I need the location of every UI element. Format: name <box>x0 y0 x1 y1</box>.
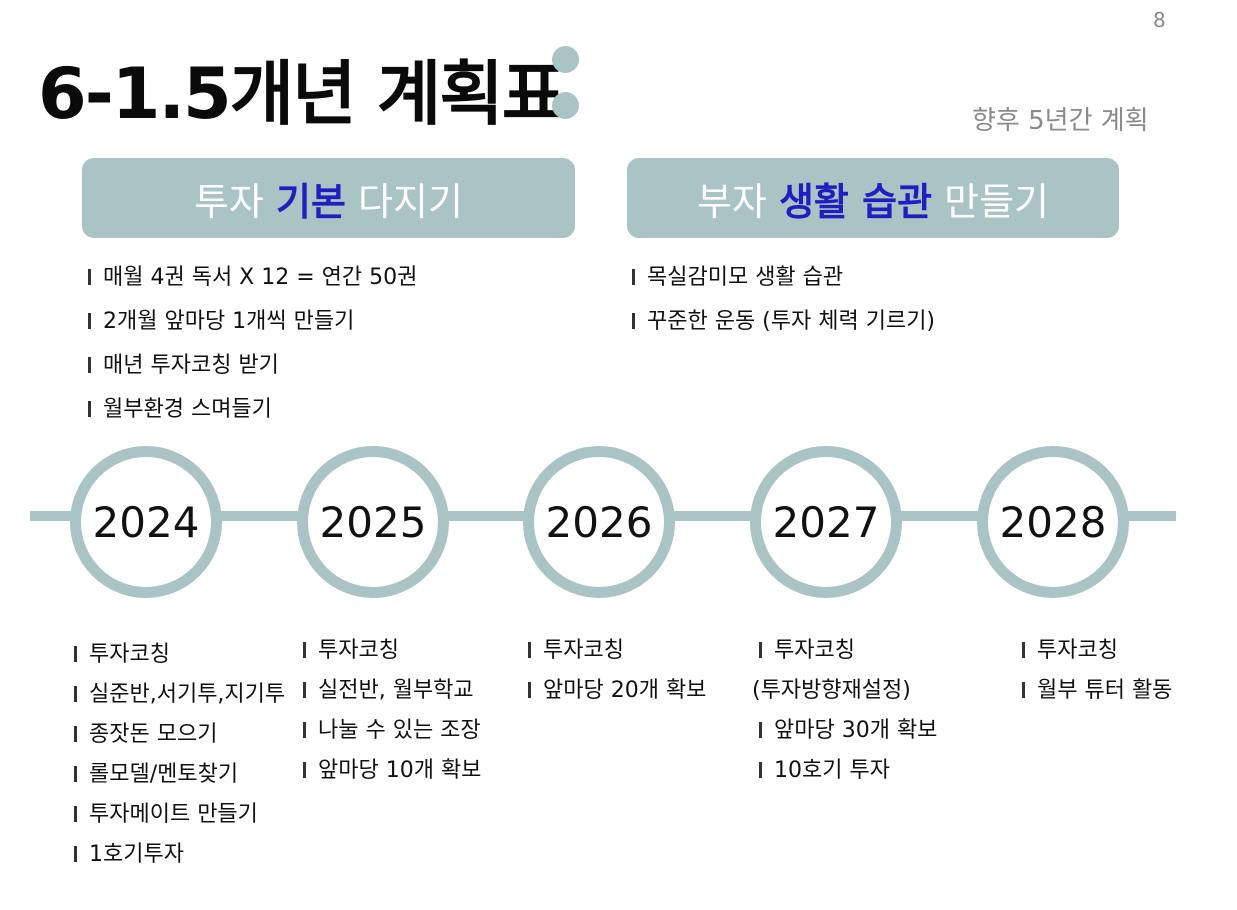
title-dot-top <box>552 46 579 73</box>
bullet-bar-icon <box>74 686 77 702</box>
bullet-bar-icon <box>74 766 77 782</box>
page-title: 6-1.5개년 계획표 <box>38 53 566 135</box>
bullet-bar-icon <box>88 313 91 329</box>
bullet-bar-icon <box>632 269 635 285</box>
banner-text: 다지기 <box>345 179 463 224</box>
list-item: 실전반, 월부학교 <box>303 676 481 716</box>
list-item: 나눌 수 있는 조장 <box>303 716 481 756</box>
bullet-bar-icon <box>303 722 306 738</box>
list-item: 월부 튜터 활동 <box>1022 676 1172 716</box>
banner-wealthy-habits: 부자 생활 습관 만들기 <box>627 158 1119 238</box>
list-item: (투자방향재설정) <box>752 678 911 703</box>
list-item: 투자코칭 <box>752 636 937 676</box>
list-item: 2개월 앞마당 1개씩 만들기 <box>88 306 417 350</box>
bullet-bar-icon <box>88 357 91 373</box>
bullet-bar-icon <box>303 682 306 698</box>
list-item: 투자코칭 <box>1022 636 1172 676</box>
year-list-2028: 투자코칭 월부 튜터 활동 <box>1022 636 1172 716</box>
list-item: 1호기투자 <box>74 840 285 880</box>
year-circle-2028: 2028 <box>977 446 1129 598</box>
list-item: 앞마당 20개 확보 <box>528 676 706 716</box>
page-number: 8 <box>1153 8 1166 32</box>
list-item: 10호기 투자 <box>752 756 937 796</box>
bullet-bar-icon <box>1022 642 1025 658</box>
list-item: 매년 투자코칭 받기 <box>88 350 417 394</box>
bullet-bar-icon <box>528 642 531 658</box>
year-circle-2026: 2026 <box>523 446 675 598</box>
banner-text: 부자 <box>696 179 779 224</box>
year-list-2026: 투자코칭 앞마당 20개 확보 <box>528 636 706 716</box>
bullet-bar-icon <box>1022 682 1025 698</box>
banner-highlight: 생활 습관 <box>778 179 933 224</box>
list-item: 앞마당 10개 확보 <box>303 756 481 796</box>
bullet-bar-icon <box>303 762 306 778</box>
title-dot-bottom <box>552 92 579 119</box>
list-item: 목실감미모 생활 습관 <box>632 262 935 306</box>
list-item: 종잣돈 모으기 <box>74 720 285 760</box>
bullet-bar-icon <box>528 682 531 698</box>
banner-text: 만들기 <box>932 179 1050 224</box>
list-item: 롤모델/멘토찾기 <box>74 760 285 800</box>
year-circle-2024: 2024 <box>70 446 222 598</box>
year-list-2027: 투자코칭 (투자방향재설정) 앞마당 30개 확보 10호기 투자 <box>752 636 937 796</box>
list-item: 투자코칭 <box>528 636 706 676</box>
bullet-bar-icon <box>74 846 77 862</box>
year-list-2025: 투자코칭 실전반, 월부학교 나눌 수 있는 조장 앞마당 10개 확보 <box>303 636 481 796</box>
list-item: 투자코칭 <box>74 640 285 680</box>
bullet-bar-icon <box>74 726 77 742</box>
wealthy-habits-list: 목실감미모 생활 습관 꾸준한 운동 (투자 체력 기르기) <box>632 262 935 350</box>
banner-text: 투자 <box>194 179 277 224</box>
bullet-bar-icon <box>632 313 635 329</box>
list-item: 실준반,서기투,지기투 <box>74 680 285 720</box>
page-subtitle: 향후 5년간 계획 <box>972 106 1149 136</box>
year-circle-2027: 2027 <box>750 446 902 598</box>
bullet-bar-icon <box>759 642 762 658</box>
banner-investment-basics: 투자 기본 다지기 <box>82 158 575 238</box>
list-item: 매월 4권 독서 X 12 = 연간 50권 <box>88 262 417 306</box>
investment-basics-list: 매월 4권 독서 X 12 = 연간 50권 2개월 앞마당 1개씩 만들기 매… <box>88 262 417 438</box>
bullet-bar-icon <box>759 762 762 778</box>
list-item: 투자코칭 <box>303 636 481 676</box>
bullet-bar-icon <box>303 642 306 658</box>
bullet-bar-icon <box>88 401 91 417</box>
list-item: 월부환경 스며들기 <box>88 394 417 438</box>
bullet-bar-icon <box>759 722 762 738</box>
bullet-bar-icon <box>74 806 77 822</box>
banner-highlight: 기본 <box>276 179 346 224</box>
year-list-2024: 투자코칭 실준반,서기투,지기투 종잣돈 모으기 롤모델/멘토찾기 투자메이트 … <box>74 640 285 880</box>
list-item: 꾸준한 운동 (투자 체력 기르기) <box>632 306 935 350</box>
bullet-bar-icon <box>88 269 91 285</box>
list-item: 투자메이트 만들기 <box>74 800 285 840</box>
bullet-bar-icon <box>74 646 77 662</box>
year-circle-2025: 2025 <box>297 446 449 598</box>
list-item: 앞마당 30개 확보 <box>752 716 937 756</box>
